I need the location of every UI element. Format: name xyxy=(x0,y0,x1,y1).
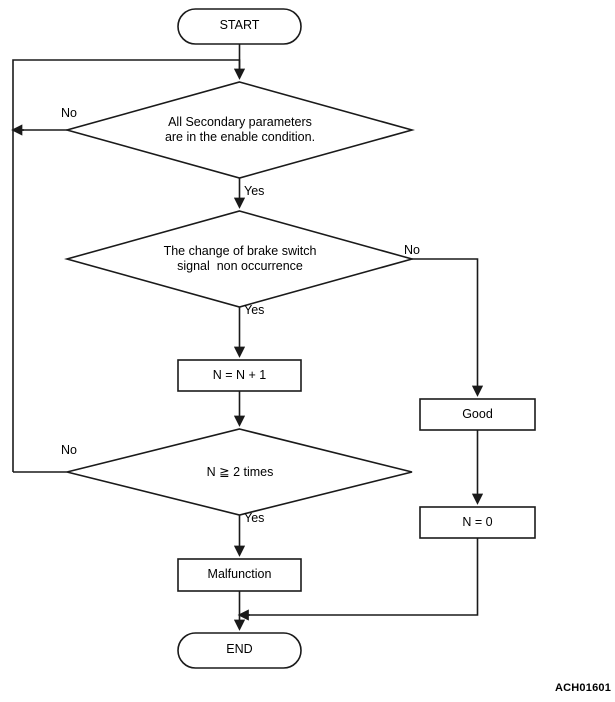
figure-code-label: ACH01601 xyxy=(555,682,612,694)
node-end-shape xyxy=(177,632,302,669)
node-reset-shape xyxy=(419,506,536,539)
node-brakeswitch-shape xyxy=(64,210,415,308)
node-good-shape xyxy=(419,398,536,431)
edge-label-compare-yes: Yes xyxy=(244,511,265,525)
edge-left-bus-top xyxy=(12,59,235,130)
node-start-shape xyxy=(177,8,302,45)
edge-label-compare-no: No xyxy=(61,443,77,457)
node-malfunction-shape xyxy=(177,558,302,592)
node-compare-shape xyxy=(66,428,413,516)
node-secondary-shape xyxy=(64,81,415,179)
edge-brakeswitch-no xyxy=(412,258,484,397)
edge-label-brakeswitch-no: No xyxy=(404,243,420,257)
edge-left-bus-join xyxy=(235,59,241,78)
edge-label-secondary-yes: Yes xyxy=(244,184,265,198)
edge-label-secondary-no: No xyxy=(61,106,77,120)
edge-reset-to-merge xyxy=(244,538,479,616)
edge-label-brakeswitch-yes: Yes xyxy=(244,303,265,317)
node-increment-shape xyxy=(177,359,302,392)
